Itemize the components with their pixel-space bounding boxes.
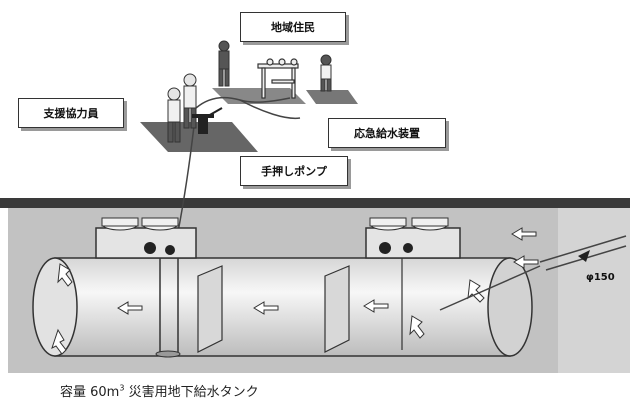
person-icon [320,54,332,92]
flow-arrow-icon [57,263,73,287]
pipe-foot [155,350,181,358]
person-icon [167,87,181,143]
label-supporters: 支援協力員 [18,98,124,128]
people [167,40,332,143]
tank-end-right [487,257,533,357]
label-hand-pump-text: 手押しポンプ [261,165,327,178]
faucet-leg-left [261,67,266,99]
soil-area-right [558,208,630,373]
label-emergency-device-text: 応急給水装置 [354,127,420,140]
faucet-bar [257,63,299,69]
inlet-arrows [511,227,539,269]
caption-unit-power: 3 [119,383,125,393]
manhole-housing-left [95,227,197,259]
underground-tank [32,217,627,358]
flow-arrow-icon [117,301,143,315]
label-residents: 地域住民 [240,12,346,42]
flow-arrow-icon [409,315,425,339]
flow-arrows [51,263,485,355]
hose-to-device [239,99,301,120]
ground-surface [0,198,630,208]
diagram-caption: 容量 60m3 災害用地下給水タンク [60,381,259,400]
caption-title: 災害用地下給水タンク [124,385,259,400]
pipe-size-label: φ150 [586,272,615,283]
faucet-icon [266,58,274,66]
flow-arrow-icon [363,299,389,313]
faucet-icon [278,58,286,66]
hand-pump-icon [192,107,223,134]
person-icon [218,40,230,87]
hoses [177,96,301,233]
caption-prefix: 容量 [60,385,91,400]
manhole-rim [411,217,449,227]
manhole-rim [369,217,407,227]
person-icon [183,73,197,129]
tank-baffle-right [324,265,350,353]
valve-icon [403,243,413,253]
resident-platform-right [306,90,358,104]
manhole-rim [101,217,139,227]
faucet-stand [257,58,299,99]
manhole-housing-right [365,227,461,259]
caption-volume: 60m [90,385,120,400]
manhole-rim [141,217,179,227]
pump-suction-hose [177,125,195,233]
valve-icon [144,242,156,254]
valve-icon [578,250,590,262]
valve-icon [379,242,391,254]
valve-icon [165,245,175,255]
flow-arrow-icon [253,301,279,315]
label-hand-pump: 手押しポンプ [240,156,348,186]
label-residents-text: 地域住民 [271,21,315,34]
faucet-icon [290,58,298,66]
tank-baffle-left [197,265,223,353]
flow-arrow-icon [513,255,539,269]
faucet-crossbar [271,79,295,84]
flow-arrow-icon [511,227,537,241]
label-emergency-device: 応急給水装置 [328,118,446,148]
label-supporters-text: 支援協力員 [43,107,99,120]
flow-arrow-icon [51,328,67,355]
